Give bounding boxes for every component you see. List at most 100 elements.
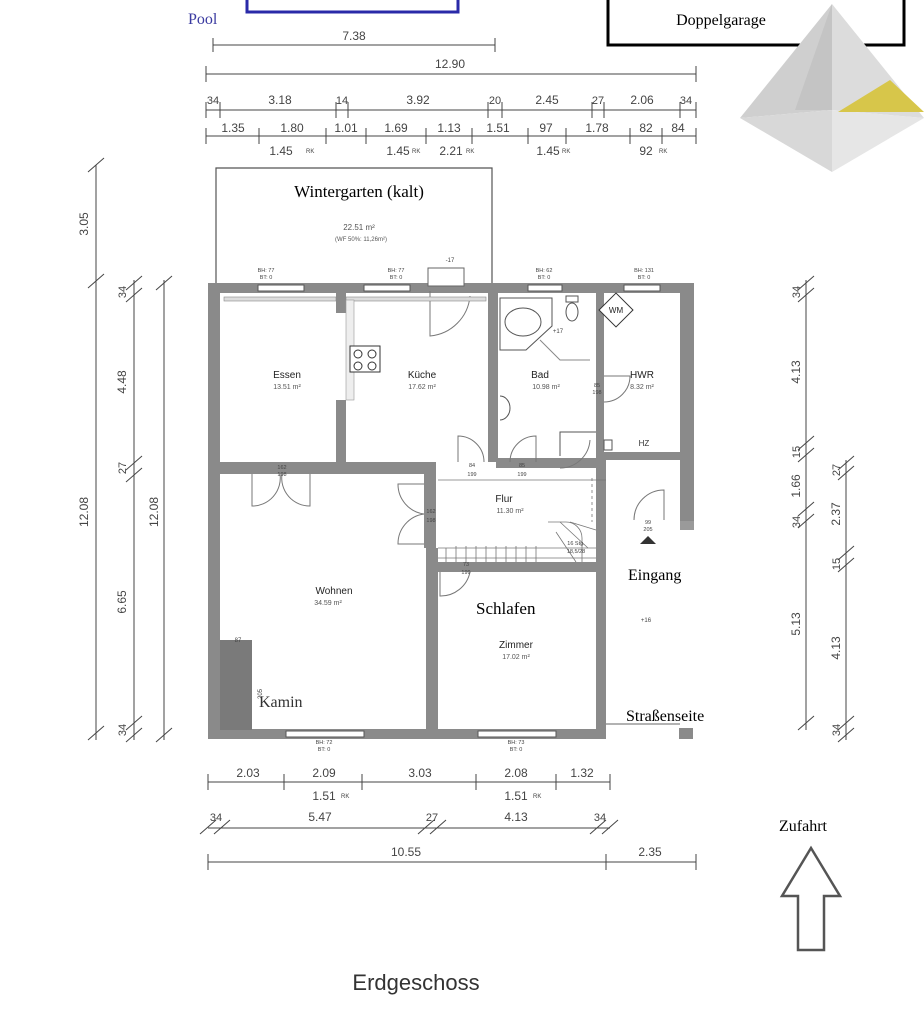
zufahrt-label: Zufahrt <box>779 818 828 835</box>
rk-4: RK <box>562 149 570 155</box>
dim-top-r3-5: 2.45 <box>535 93 559 107</box>
dim-top-r3-2: 14 <box>336 95 348 107</box>
dim-top-sub-4: 92 <box>639 144 653 158</box>
dim-left-c2-1: 4.48 <box>115 370 129 394</box>
opening-bt0a: BT: 0 <box>260 275 273 281</box>
dims-top-lines <box>205 38 697 137</box>
opening-bt0e: BT: 0 <box>318 747 331 753</box>
dim-top-r4-9: 84 <box>671 121 685 135</box>
door-eing-bot: 205 <box>643 527 652 533</box>
dim-top-sub-2: 2.21 <box>439 144 463 158</box>
dim-top-r3-3: 3.92 <box>406 93 430 107</box>
dim-top-r4-2: 1.01 <box>334 121 358 135</box>
rk-3: RK <box>466 149 474 155</box>
opening-bh72: BH: 72 <box>316 740 333 746</box>
wintergarten-area: 22.51 m² <box>343 223 375 232</box>
bad-name: Bad <box>531 370 549 381</box>
dim-bot-r2-3: 4.13 <box>504 810 528 824</box>
dim-left-c2-2: 27 <box>117 462 129 474</box>
staircase <box>438 478 606 563</box>
dim-right-c1-0: 34 <box>791 286 803 298</box>
dim-top-r3-8: 34 <box>680 95 692 107</box>
door-flur-bot: 198 <box>426 518 435 524</box>
opening-bt0d: BT: 0 <box>638 275 651 281</box>
kamin-label: Kamin <box>259 694 303 711</box>
dim-left-c2-3: 6.65 <box>115 590 129 614</box>
essen-name: Essen <box>273 370 301 381</box>
dim-bot-r3-0: 10.55 <box>391 845 421 859</box>
dim-bot-r2-1: 5.47 <box>308 810 332 824</box>
dim-bot-r1-1: 2.09 <box>312 766 336 780</box>
dim-right-c2-4: 34 <box>831 724 843 736</box>
dim-top-r3-6: 27 <box>592 95 604 107</box>
zimmer-name: Zimmer <box>499 640 534 651</box>
door-flur-top: 162 <box>426 509 435 515</box>
dims-bottom-lines <box>199 774 697 870</box>
dim-bot-sub-1: 1.51 <box>504 789 528 803</box>
dim-bot-r1-3: 2.08 <box>504 766 528 780</box>
dim-top-r4-6: 97 <box>539 121 553 135</box>
bad-area: 10.98 m² <box>532 384 560 391</box>
hz-label: HZ <box>639 439 650 448</box>
kitchen-fixtures <box>223 296 487 401</box>
dim-top-r3-1: 3.18 <box>268 93 292 107</box>
rk-7: RK <box>533 794 541 800</box>
dim-bot-r2-0: 34 <box>210 812 222 824</box>
opening-bh77a: BH: 77 <box>258 268 275 274</box>
stairs-label2: 18,5/28 <box>567 549 585 555</box>
door-84b: 199 <box>467 472 476 478</box>
flur-name: Flur <box>495 494 513 505</box>
dim-bot-r1-2: 3.03 <box>408 766 432 780</box>
kueche-area: 17.62 m² <box>408 384 436 391</box>
dim-top-1: 7.38 <box>342 29 366 43</box>
dim-right-c1-1: 4.13 <box>789 360 803 384</box>
dim-bot-r3-1: 2.35 <box>638 845 662 859</box>
dim-right-c1-4: 34 <box>791 516 803 528</box>
opening-bt0b: BT: 0 <box>390 275 403 281</box>
dim-right-c2-2: 15 <box>831 558 843 570</box>
bath-fixtures <box>499 295 596 456</box>
pool-outline <box>245 0 460 14</box>
level-plus17: +17 <box>553 329 564 335</box>
door-essen-bot: 198 <box>277 472 286 478</box>
door-swings <box>251 267 665 597</box>
flur-area: 11.30 m² <box>496 508 524 515</box>
dim-top-r3-7: 2.06 <box>630 93 654 107</box>
floor-title: Erdgeschoss <box>352 970 479 995</box>
dim-bot-r1-4: 1.32 <box>570 766 594 780</box>
dim-left-total: 12.08 <box>77 497 91 527</box>
dim-top-r4-0: 1.35 <box>221 121 245 135</box>
wintergarten-name: Wintergarten (kalt) <box>294 182 424 201</box>
dim-right-c1-3: 1.66 <box>789 474 803 498</box>
dim-top-r4-4: 1.13 <box>437 121 461 135</box>
door-85: 85 <box>519 463 525 469</box>
garage-label: Doppelgarage <box>676 12 766 29</box>
opening-bt0c: BT: 0 <box>538 275 551 281</box>
opening-bh77b: BH: 77 <box>388 268 405 274</box>
rk-1: RK <box>306 149 314 155</box>
dim-top-sub-3: 1.45 <box>536 144 560 158</box>
eingang-label: Eingang <box>628 567 681 584</box>
door-essen-top: 162 <box>277 465 286 471</box>
opening-bh131: BH: 131 <box>634 268 654 274</box>
dim-right-c1-2: 15 <box>791 446 803 458</box>
num-87: 87 <box>235 638 242 644</box>
rk-2: RK <box>412 149 420 155</box>
dim-top-r4-8: 82 <box>639 121 653 135</box>
zimmer-area: 17.02 m² <box>502 654 530 661</box>
kueche-name: Küche <box>408 370 437 381</box>
dims-right-lines <box>797 275 855 743</box>
dim-right-c1-5: 5.13 <box>789 612 803 636</box>
rk-5: RK <box>659 149 667 155</box>
level-minus17: -17 <box>446 258 455 264</box>
door-85b: 199 <box>517 472 526 478</box>
door-73: 73 <box>463 562 469 568</box>
dim-top-r4-7: 1.78 <box>585 121 609 135</box>
arrow-up-icon <box>779 845 843 952</box>
opening-bh73: BH: 73 <box>508 740 525 746</box>
schlafen-label: Schlafen <box>476 599 536 618</box>
hwr-name: HWR <box>630 370 654 381</box>
hwr-area: 8.32 m² <box>630 384 654 391</box>
hwr-fixtures: WM HZ <box>598 292 650 451</box>
